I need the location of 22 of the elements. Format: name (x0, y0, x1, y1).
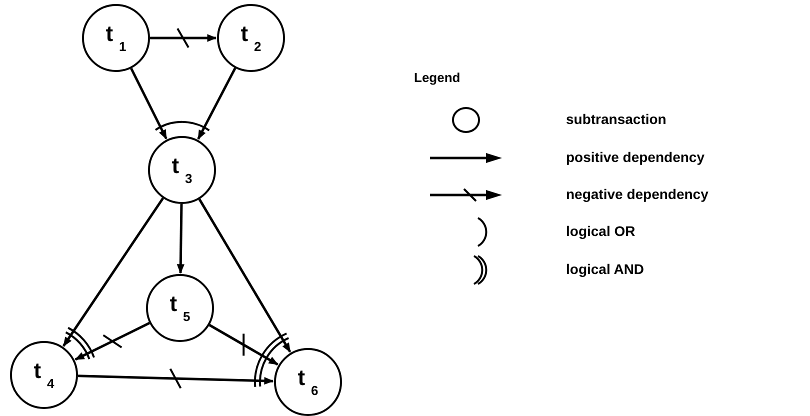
node-label: t$_{1}$ (106, 23, 126, 53)
arrow (78, 374, 274, 385)
legend-label: logical OR (566, 223, 636, 239)
legend-label: subtransaction (566, 111, 666, 127)
legend-label: negative dependency (566, 186, 708, 202)
legend-label: positive dependency (566, 149, 704, 165)
node-label: t$_{2}$ (240, 23, 262, 53)
node-label: t$_{6}$ (298, 367, 318, 397)
arrow (198, 198, 292, 353)
arrow (176, 204, 184, 274)
arrow (62, 198, 164, 347)
arrow (150, 34, 217, 42)
arrow (197, 68, 236, 140)
node-label: t$_{5}$ (170, 293, 190, 323)
node-label: t$_{4}$ (34, 360, 54, 390)
legend-title: Legend (414, 70, 460, 85)
node-label: t$_{3}$ (172, 155, 192, 185)
arrow (74, 322, 150, 361)
arrow (130, 68, 168, 140)
subtransaction-circle (274, 348, 342, 416)
arrow (208, 324, 278, 366)
legend-label: logical AND (566, 261, 644, 277)
